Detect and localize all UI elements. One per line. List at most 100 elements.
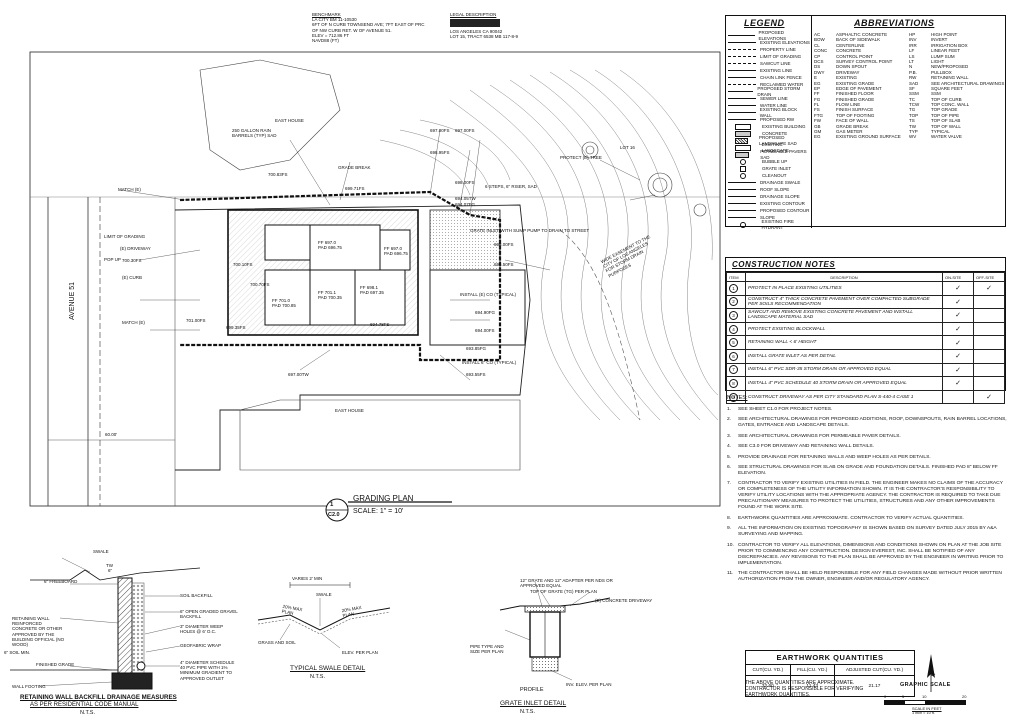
- tree-note: PROTECT (E) TREE: [560, 155, 602, 160]
- scale-sub: 1 inch = 10 ft.: [912, 711, 935, 715]
- scale-bar: [884, 700, 966, 705]
- elev-label: 699.71FS: [345, 186, 365, 191]
- abbreviation-code: FL: [814, 102, 820, 108]
- cn-onsite-check: ✓: [942, 321, 974, 337]
- note-item: 10.CONTRACTOR TO VERIFY ALL ELEVATIONS, …: [727, 543, 1010, 567]
- rw-label: RETAINING WALL REINFORCED CONCRETE OR OT…: [12, 616, 65, 648]
- abbreviation-meaning: TYPICAL: [931, 129, 950, 135]
- abbreviation-meaning: EXISTING GRADE: [836, 80, 875, 86]
- legend-label: BUBBLE UP: [762, 158, 788, 164]
- legend-symbol: [728, 105, 756, 106]
- legend-label: CONCRETE: [762, 130, 788, 136]
- legend-symbol: [735, 130, 751, 137]
- cn-item-number: 2: [726, 294, 746, 310]
- note-item: 3.SEE ARCHITECTURAL DRAWINGS FOR PERMEAB…: [727, 434, 1010, 440]
- pad-value: PAD 696.75: [318, 245, 342, 251]
- note-item: 6.SEE STRUCTURAL DRAWINGS FOR SLAB ON GR…: [727, 465, 1010, 477]
- legend-label: PROPERTY LINE: [760, 46, 796, 52]
- lot-label: LOT 16: [620, 145, 635, 150]
- cleanout-note: INSTALL (E) CO (TYPICAL): [460, 292, 517, 297]
- legend-item: EXISTING BLOCK WALL: [728, 107, 810, 118]
- cn-item-number: 3: [726, 308, 746, 323]
- abbreviation-code: TC: [909, 96, 915, 102]
- abbreviation-meaning: LIGHT: [931, 58, 945, 64]
- legend-item: EXISTING LANDSCAPE: [728, 142, 810, 153]
- legend-label: PROPOSED RW: [760, 116, 795, 122]
- elev-label: 700.83FS: [268, 172, 288, 177]
- plan-frame: [29, 51, 721, 507]
- grate-inlet-detail: [499, 581, 611, 681]
- abbreviation-meaning: PULLBOX: [931, 69, 952, 75]
- legend-item: PROPOSED CONTOUR: [728, 207, 810, 214]
- cn-onsite-check: ✓: [942, 335, 974, 350]
- legal-line: LOS ANGELES CA 90042: [450, 29, 503, 35]
- rw-label: 6" SOIL MIN.: [4, 650, 31, 655]
- swale-label: VARIES 2' MIN: [292, 576, 323, 581]
- legend-label: SLOPE: [760, 214, 776, 220]
- cn-offsite-check: [973, 348, 1005, 364]
- note-text: PROVIDE DRAINAGE FOR RETAINING WALLS AND…: [738, 454, 931, 460]
- rw-label: 6": [108, 568, 113, 573]
- grate-label: (E) CONCRETE DRIVEWAY: [595, 598, 653, 603]
- rw-label: WALL FOOTING: [12, 684, 46, 689]
- legend-label: EXISTING CONTOUR: [760, 200, 805, 206]
- elev-label: 697.00FS: [455, 128, 475, 133]
- cn-header-onsite: ON-SITE: [942, 272, 974, 282]
- swale-detail-title: TYPICAL SWALE DETAIL: [290, 665, 366, 672]
- legend-symbol: [740, 165, 746, 172]
- rain-barrel-note: 250 GALLON RAIN BARRELS (TYP) SAD: [232, 128, 277, 139]
- house-outline: [239, 399, 521, 471]
- legend-item: PROPERTY LINE: [728, 46, 810, 53]
- legend-label: PROPOSED STORM DRAIN: [757, 86, 801, 97]
- legend-item: SAWCUT LINE: [728, 60, 810, 67]
- legend-symbol: [728, 35, 755, 36]
- cn-header-offsite: OFF-SITE: [973, 272, 1005, 282]
- legend-item: EXISTING BUILDING: [728, 123, 810, 130]
- rw-label: 4" DIAMETER SCHEDULE 40 PVC PIPE WITH 1%…: [180, 660, 235, 681]
- legend-item: ROOF SLOPE: [728, 186, 810, 193]
- cn-description: INSTALL 4" PVC SCHEDULE 40 STORM DRAIN O…: [745, 376, 943, 391]
- benchmark-line: LA CITY BM 11-10530: [312, 17, 357, 23]
- benchmark-block: BENCHMARK LA CITY BM 11-10530 6FT OF N C…: [312, 12, 432, 43]
- legend-label: SEWER LINE: [760, 95, 788, 101]
- garage: [429, 269, 526, 346]
- rw-detail-title: RETAINING WALL BACKFILL DRAINAGE MEASURE…: [20, 694, 177, 701]
- abbreviation-code: P.B.: [909, 69, 917, 75]
- legend-symbol: [728, 182, 756, 183]
- note-text: THE CONTRACTOR SHALL BE HELD RESPONSIBLE…: [738, 570, 1002, 582]
- abbreviation-meaning: FINISHED GRADE: [836, 96, 875, 102]
- abbreviation-row: P.B. PULLBOX: [909, 70, 1005, 75]
- legend-label: EXISTING LINE: [760, 67, 793, 73]
- house-outline: [199, 59, 341, 171]
- legend-label: WATER LINE: [760, 102, 788, 108]
- note-text: SEE ARCHITECTURAL DRAWINGS FOR PERMEABLE…: [738, 433, 901, 439]
- match-note: MATCH (E): [122, 320, 145, 325]
- note-item: 4.SEE C3.0 FOR DRIVEWAY AND RETAINING WA…: [727, 444, 1010, 450]
- street-dimension: 60.00': [105, 432, 118, 437]
- legend-panel: LEGEND ABBREVIATIONS PROPOSED ELEVATIONS…: [725, 15, 1006, 230]
- lot-boundary: [174, 204, 531, 471]
- rw-label: 6" FREEBOARD: [44, 579, 78, 584]
- legend-item: WATER LINE: [728, 102, 810, 109]
- cn-description: INSTALL GRATE INLET AS PER DETAIL: [745, 348, 943, 364]
- abbreviation-meaning: DOWN SPOUT: [836, 64, 867, 70]
- abbreviation-code: E: [814, 75, 818, 81]
- abbreviation-meaning: ASPHALTIC CONCRETE: [836, 32, 888, 37]
- easement-line: [559, 229, 641, 421]
- legend-label: DRAINAGE SWALE: [760, 179, 801, 185]
- legend-symbol: [728, 70, 756, 71]
